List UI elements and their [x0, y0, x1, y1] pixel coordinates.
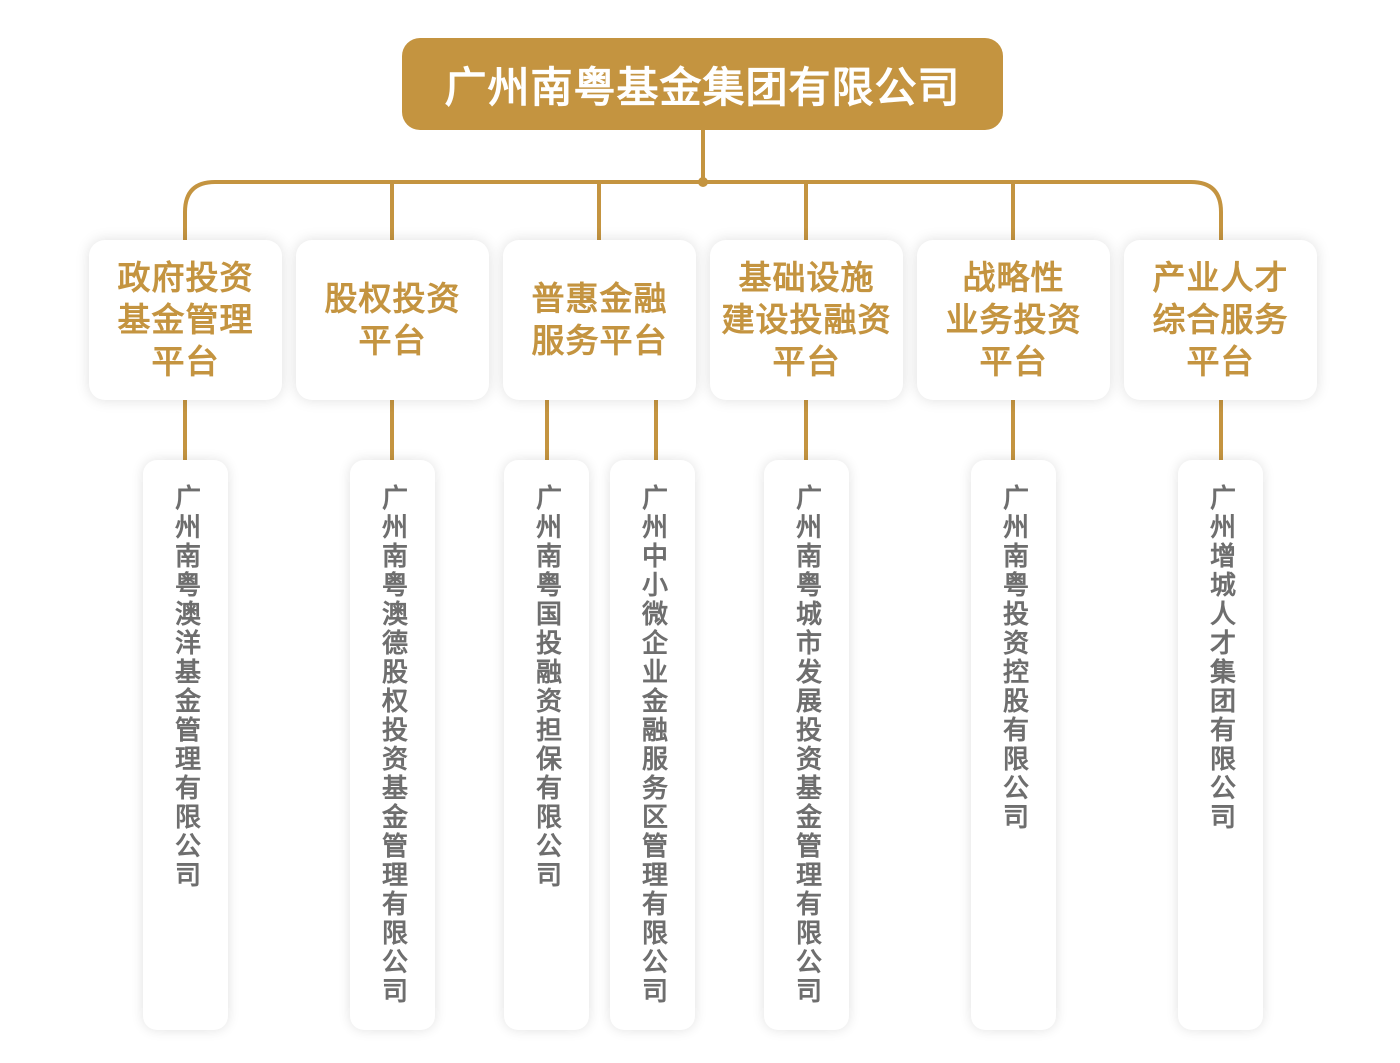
- platform-label-line: 基础设施: [738, 258, 875, 297]
- company-node: 广州南粤城市发展投资基金管理有限公司: [764, 460, 849, 1030]
- company-node: 广州南粤投资控股有限公司: [971, 460, 1056, 1030]
- platform-node-inclusive-finance: 普惠金融 服务平台: [503, 240, 696, 400]
- platform-label-line: 战略性: [962, 258, 1065, 297]
- company-node: 广州增城人才集团有限公司: [1178, 460, 1263, 1030]
- platform-node-talent-services: 产业人才 综合服务 平台: [1124, 240, 1317, 400]
- platform-label-line: 平台: [772, 342, 841, 381]
- platform-label-line: 平台: [979, 342, 1048, 381]
- company-name: 广州南粤澳德股权投资基金管理有限公司: [377, 484, 408, 1006]
- platform-label-line: 产业人才: [1152, 258, 1289, 297]
- platform-label-line: 业务投资: [945, 300, 1082, 339]
- platform-label-line: 平台: [1186, 342, 1255, 381]
- company-node: 广州中小微企业金融服务区管理有限公司: [610, 460, 695, 1030]
- company-name: 广州南粤国投融资担保有限公司: [531, 484, 562, 890]
- platform-label-line: 建设投融资: [721, 300, 892, 339]
- company-node: 广州南粤澳德股权投资基金管理有限公司: [350, 460, 435, 1030]
- company-name: 广州南粤澳洋基金管理有限公司: [170, 484, 201, 890]
- company-name: 广州南粤城市发展投资基金管理有限公司: [791, 484, 822, 1006]
- root-node: 广州南粤基金集团有限公司: [402, 38, 1003, 130]
- platform-label-line: 综合服务: [1152, 300, 1289, 339]
- platform-node-infrastructure: 基础设施 建设投融资 平台: [710, 240, 903, 400]
- platform-label-line: 股权投资: [324, 279, 461, 318]
- company-name: 广州中小微企业金融服务区管理有限公司: [637, 484, 668, 1006]
- platform-label-line: 普惠金融: [531, 279, 668, 318]
- platform-label-line: 政府投资: [117, 258, 254, 297]
- company-node: 广州南粤澳洋基金管理有限公司: [143, 460, 228, 1030]
- platform-label-line: 服务平台: [531, 321, 668, 360]
- root-title: 广州南粤基金集团有限公司: [444, 62, 961, 112]
- company-name: 广州南粤投资控股有限公司: [998, 484, 1029, 832]
- platform-label-line: 平台: [358, 321, 427, 360]
- platform-node-government-fund: 政府投资 基金管理 平台: [89, 240, 282, 400]
- platform-label-line: 基金管理: [117, 300, 254, 339]
- company-name: 广州增城人才集团有限公司: [1205, 484, 1236, 832]
- platform-label-line: 平台: [151, 342, 220, 381]
- platform-bus: [183, 180, 1223, 242]
- platform-node-strategic-investment: 战略性 业务投资 平台: [917, 240, 1110, 400]
- platform-node-equity-investment: 股权投资 平台: [296, 240, 489, 400]
- company-node: 广州南粤国投融资担保有限公司: [504, 460, 589, 1030]
- bus-junction-dot: [698, 177, 708, 187]
